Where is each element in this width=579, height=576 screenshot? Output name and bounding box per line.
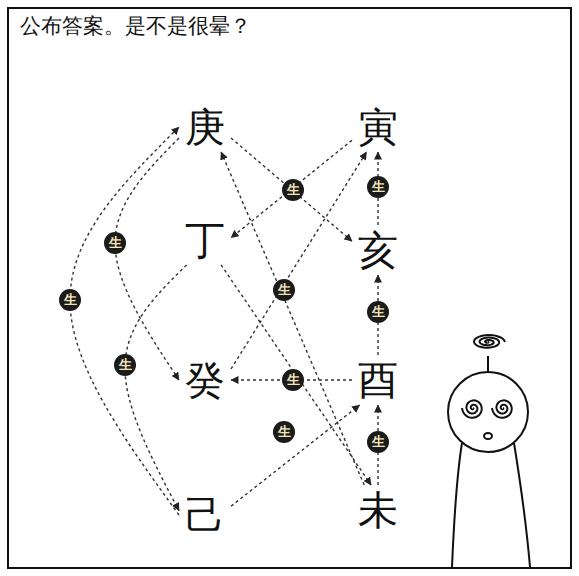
- edge-label-badge: 生: [104, 232, 126, 254]
- generation-arrow: [125, 265, 187, 511]
- generation-arrow: [231, 140, 352, 238]
- glyph-text: 酉: [358, 358, 398, 402]
- edge-label-badge: 生: [367, 301, 389, 323]
- generation-arrow: [221, 265, 371, 485]
- stem-branch-glyph: 庚: [182, 105, 228, 149]
- edge-label-badge: 生: [282, 179, 304, 201]
- edge-label-badge: 生: [114, 354, 136, 376]
- glyph-text: 亥: [358, 228, 398, 272]
- spiral-eye: [462, 400, 482, 417]
- edge-label-badge: 生: [367, 176, 389, 198]
- edge-label-badge: 生: [273, 279, 295, 301]
- edge-label-badge: 生: [273, 421, 295, 443]
- glyph-text: 庚: [185, 105, 225, 149]
- glyph-text: 己: [185, 493, 225, 537]
- panel-title: 公布答案。是不是很晕？: [20, 14, 251, 39]
- glyph-text: 丁: [185, 218, 225, 262]
- generation-arrow: [231, 138, 352, 241]
- stem-branch-glyph: 寅: [355, 105, 401, 149]
- stem-branch-glyph: 未: [355, 488, 401, 532]
- generation-arrow: [115, 138, 179, 380]
- glyph-text: 癸: [185, 358, 225, 402]
- stem-branch-glyph: 癸: [182, 358, 228, 402]
- edge-label-badge: 生: [59, 289, 81, 311]
- generation-arrow: [70, 127, 179, 515]
- glyph-text: 寅: [358, 105, 398, 149]
- stem-branch-glyph: 丁: [182, 218, 228, 262]
- spiral-eye: [492, 400, 512, 417]
- dizzy-figure: [448, 335, 530, 567]
- edge-label-badge: 生: [282, 369, 304, 391]
- stem-branch-glyph: 酉: [355, 358, 401, 402]
- edge-label-badge: 生: [367, 431, 389, 453]
- stem-branch-glyph: 己: [182, 493, 228, 537]
- glyph-text: 未: [358, 488, 398, 532]
- panel-frame: [8, 8, 571, 568]
- stem-branch-glyph: 亥: [355, 228, 401, 272]
- generation-arrow: [231, 405, 360, 506]
- generation-arrow: [221, 152, 364, 485]
- dizzy-swirl: [474, 335, 505, 348]
- generation-arrow: [231, 152, 367, 369]
